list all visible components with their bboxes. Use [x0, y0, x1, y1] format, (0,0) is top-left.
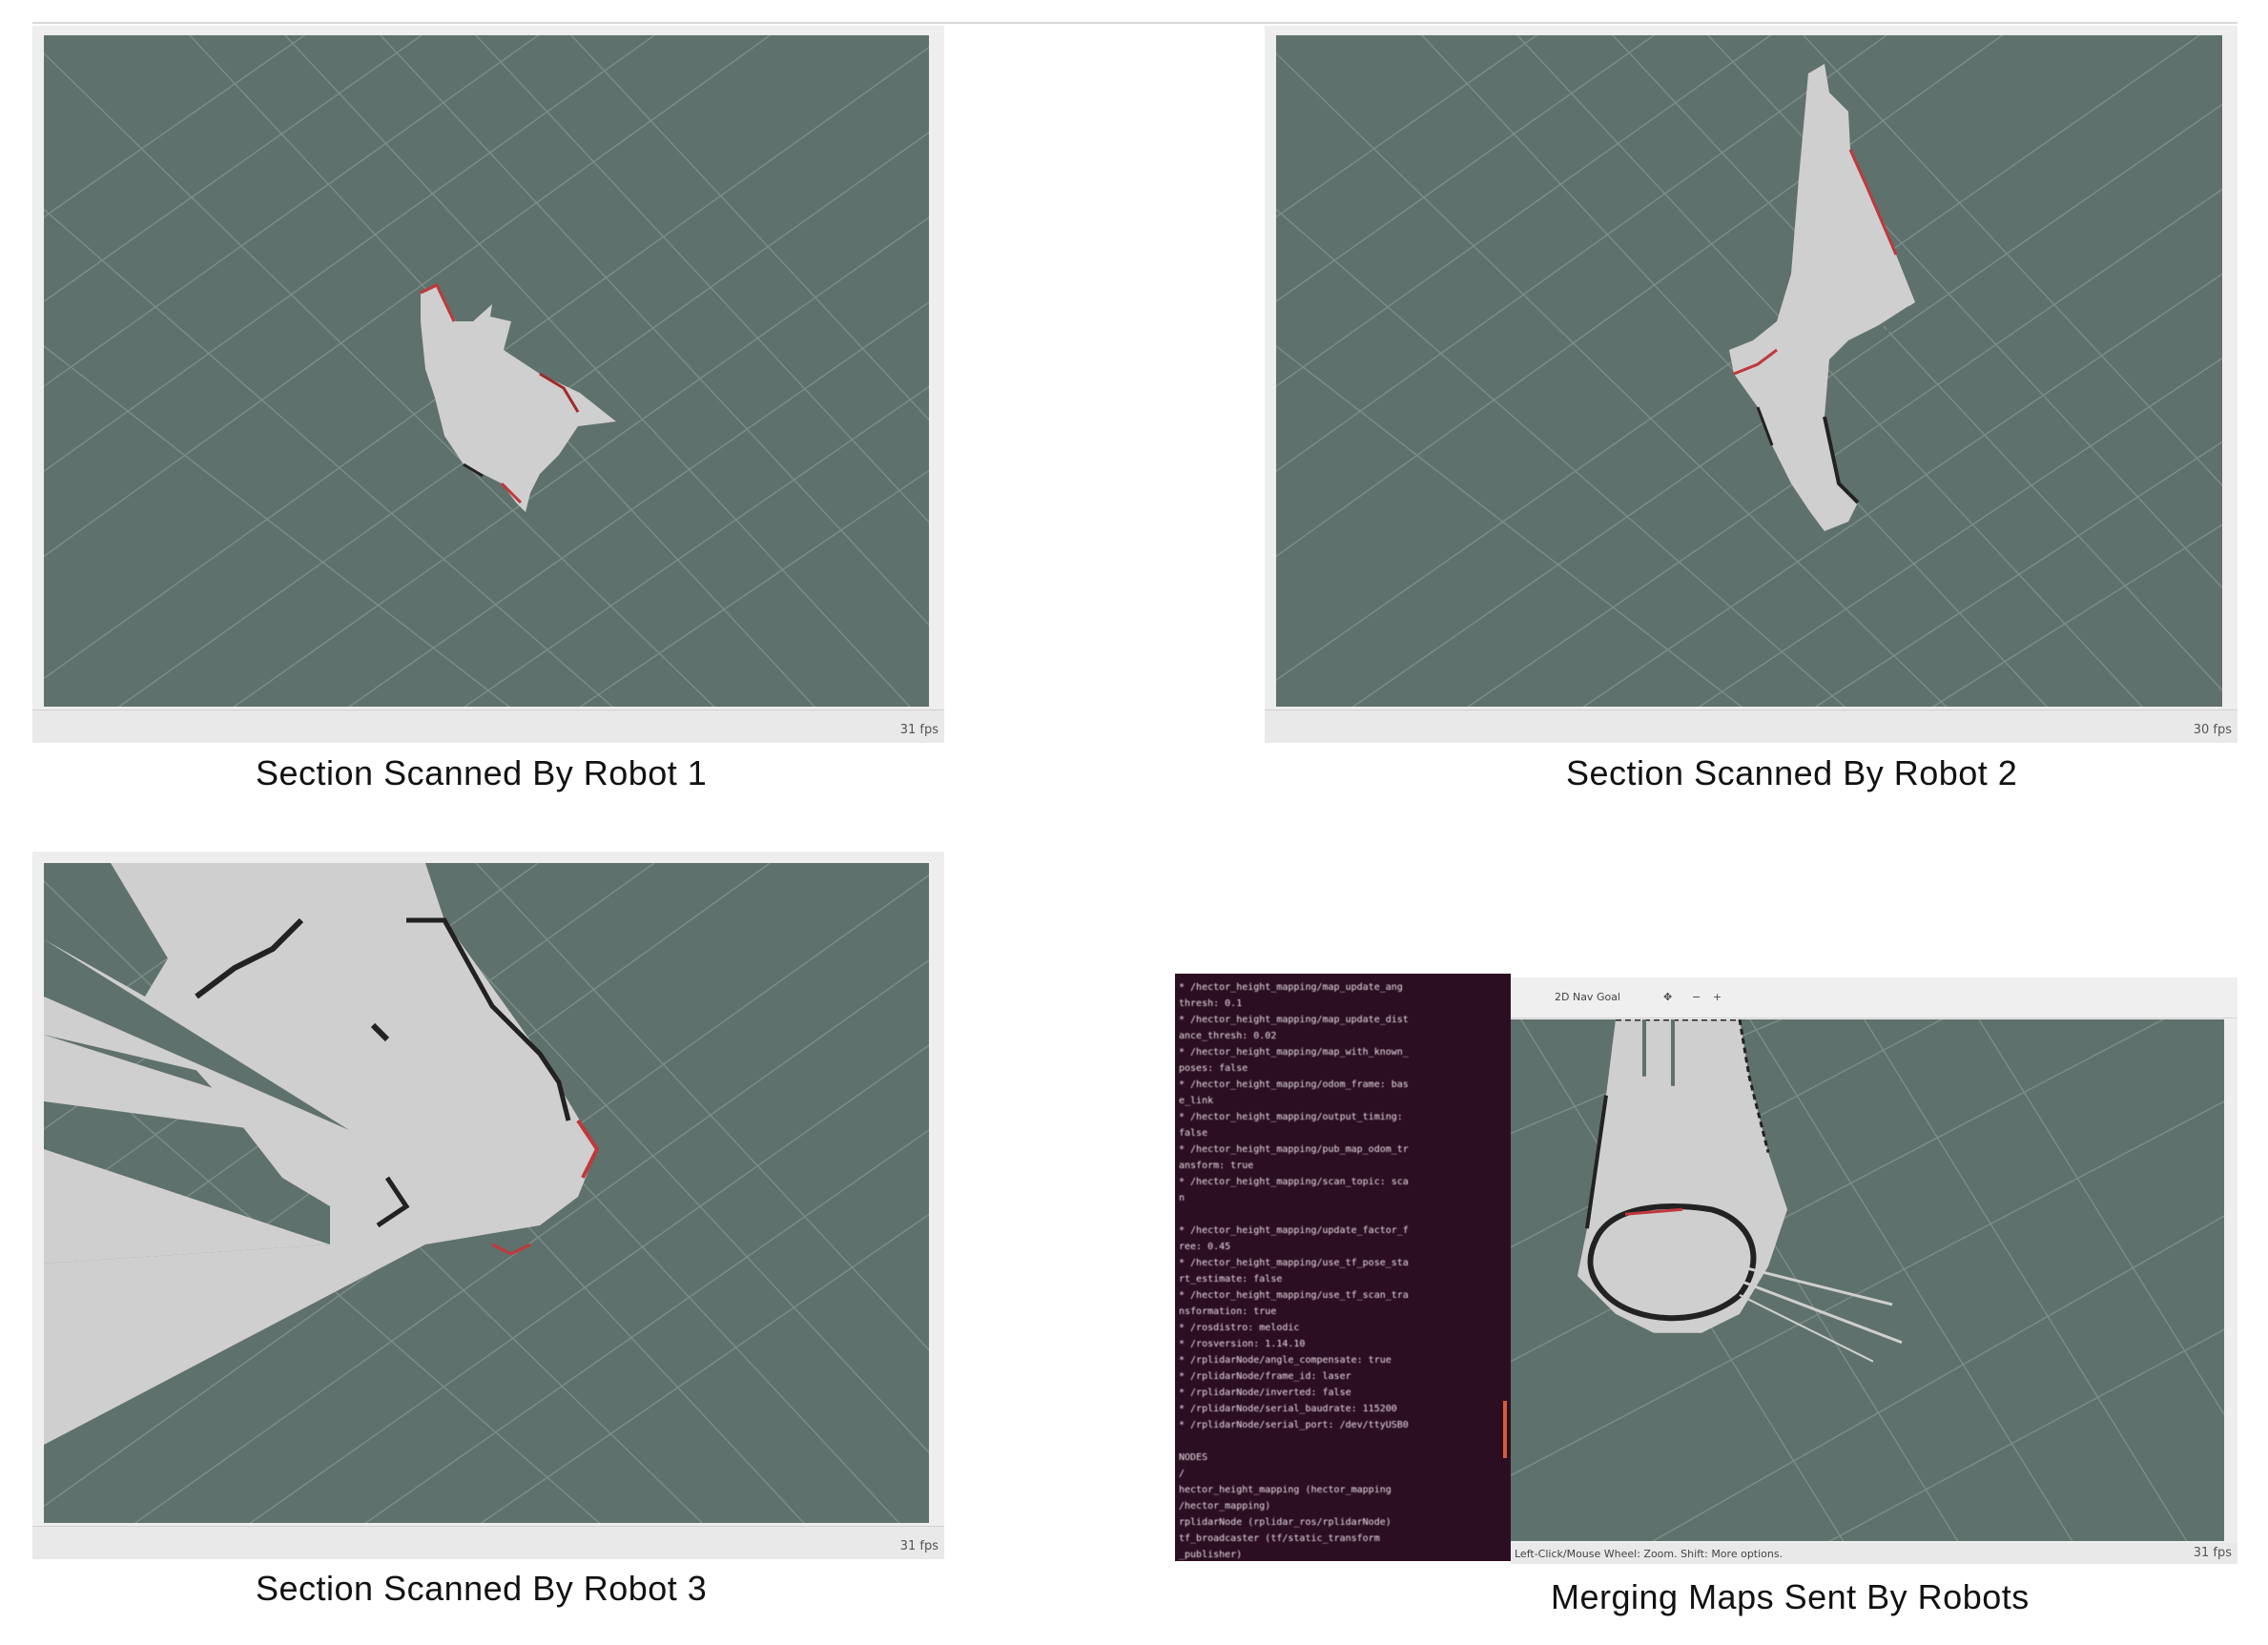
terminal-line: * /hector_height_mapping/output_timing: — [1179, 1112, 1403, 1122]
terminal-line: ance_thresh: 0.02 — [1179, 1031, 1277, 1041]
plus-icon[interactable]: + — [1713, 991, 1722, 1003]
terminal-line: * /hector_height_mapping/use_tf_pose_sta — [1179, 1258, 1409, 1268]
status-hint: Left-Click/Mouse Wheel: Zoom. Shift: Mor… — [1515, 1548, 1783, 1560]
scanned-area — [420, 283, 616, 512]
robot2-map-viewport[interactable] — [1276, 35, 2222, 707]
merged-statusbar: Left-Click/Mouse Wheel: Zoom. Shift: Mor… — [1511, 1543, 2237, 1564]
terminal-line: * /rplidarNode/frame_id: laser — [1179, 1371, 1351, 1382]
rviz-toolbar: 2D Nav Goal ✥ − + — [1511, 977, 2237, 1018]
merged-map-viewport[interactable] — [1511, 1019, 2224, 1541]
robot3-map-viewport[interactable] — [44, 863, 929, 1523]
terminal-line: NODES — [1179, 1452, 1208, 1463]
terminal-line: nsformation: true — [1179, 1306, 1277, 1317]
terminal-line: hector_height_mapping (hector_mapping — [1179, 1485, 1392, 1495]
robot1-map-viewport[interactable] — [44, 35, 929, 707]
terminal-line: * /rplidarNode/inverted: false — [1179, 1388, 1351, 1398]
robot1-caption: Section Scanned By Robot 1 — [256, 753, 708, 792]
scanned-area — [44, 863, 600, 1445]
robot3-statusbar: 31 fps — [32, 1526, 944, 1559]
robot2-map-window: 30 fps — [1265, 26, 2237, 743]
terminal-line: e_link — [1179, 1096, 1214, 1106]
scanned-area — [1729, 64, 1915, 531]
terminal-line: * /hector_height_mapping/scan_topic: sca — [1179, 1177, 1409, 1187]
terminal-line: * /hector_height_mapping/map_update_dist — [1179, 1015, 1409, 1025]
terminal-scrollbar[interactable] — [1503, 1401, 1507, 1458]
terminal-line: poses: false — [1179, 1063, 1248, 1074]
nav-goal-tool[interactable]: 2D Nav Goal — [1555, 991, 1620, 1003]
merged-caption: Merging Maps Sent By Robots — [1551, 1577, 2030, 1616]
terminal-line: * /rplidarNode/serial_port: /dev/ttyUSB0 — [1179, 1420, 1409, 1430]
move-camera-icon[interactable]: ✥ — [1663, 991, 1673, 1003]
terminal-line: n — [1179, 1193, 1186, 1203]
terminal-line: / — [1179, 1469, 1186, 1479]
terminal-line: ree: 0.45 — [1179, 1242, 1231, 1252]
terminal-line: * /rosversion: 1.14.10 — [1179, 1339, 1306, 1349]
terminal-output: * /hector_height_mapping/map_update_ang … — [1175, 974, 1511, 1561]
terminal-line: * /hector_height_mapping/odom_frame: bas — [1179, 1080, 1409, 1090]
terminal-line: * /hector_height_mapping/map_with_known_ — [1179, 1047, 1409, 1058]
robot3-caption: Section Scanned By Robot 3 — [256, 1569, 708, 1608]
merged-scan-area — [1577, 1019, 1903, 1363]
terminal-line: _publisher) — [1179, 1550, 1243, 1560]
merged-map-window: 2D Nav Goal ✥ − + — [1511, 977, 2237, 1564]
robot3-map-window: 31 fps — [32, 852, 944, 1559]
terminal-line: false — [1179, 1128, 1208, 1139]
terminal-line: * /hector_height_mapping/update_factor_f — [1179, 1225, 1409, 1236]
minus-icon[interactable]: − — [1692, 991, 1701, 1003]
merged-fps: 31 fps — [2193, 1546, 2232, 1560]
robot1-map-window: 31 fps — [32, 26, 944, 743]
terminal-line: * /rplidarNode/serial_baudrate: 115200 — [1179, 1404, 1397, 1414]
robot1-statusbar: 31 fps — [32, 709, 944, 743]
terminal-line: * /rplidarNode/angle_compensate: true — [1179, 1355, 1392, 1366]
terminal-line: tf_broadcaster (tf/static_transform — [1179, 1533, 1380, 1544]
terminal-window[interactable]: * /hector_height_mapping/map_update_ang … — [1175, 974, 1511, 1561]
terminal-line: thresh: 0.1 — [1179, 998, 1243, 1009]
terminal-line: /hector_mapping) — [1179, 1501, 1271, 1511]
robot3-fps: 31 fps — [899, 1539, 938, 1553]
terminal-line: rplidarNode (rplidar_ros/rplidarNode) — [1179, 1517, 1392, 1528]
top-divider — [32, 22, 2237, 24]
terminal-line: rt_estimate: false — [1179, 1274, 1283, 1285]
terminal-line: * /hector_height_mapping/use_tf_scan_tra — [1179, 1290, 1409, 1301]
robot2-fps: 30 fps — [2193, 723, 2232, 737]
robot2-caption: Section Scanned By Robot 2 — [1566, 753, 2018, 792]
robot1-fps: 31 fps — [899, 723, 938, 737]
terminal-line — [1175, 1206, 1511, 1223]
terminal-line — [1175, 1433, 1511, 1450]
terminal-line: * /rosdistro: melodic — [1179, 1323, 1300, 1333]
robot2-statusbar: 30 fps — [1265, 709, 2237, 743]
map-grid — [44, 35, 929, 707]
terminal-line: * /hector_height_mapping/map_update_ang — [1179, 982, 1403, 993]
terminal-line: ansform: true — [1179, 1161, 1254, 1171]
terminal-line: * /hector_height_mapping/pub_map_odom_tr — [1179, 1144, 1409, 1155]
